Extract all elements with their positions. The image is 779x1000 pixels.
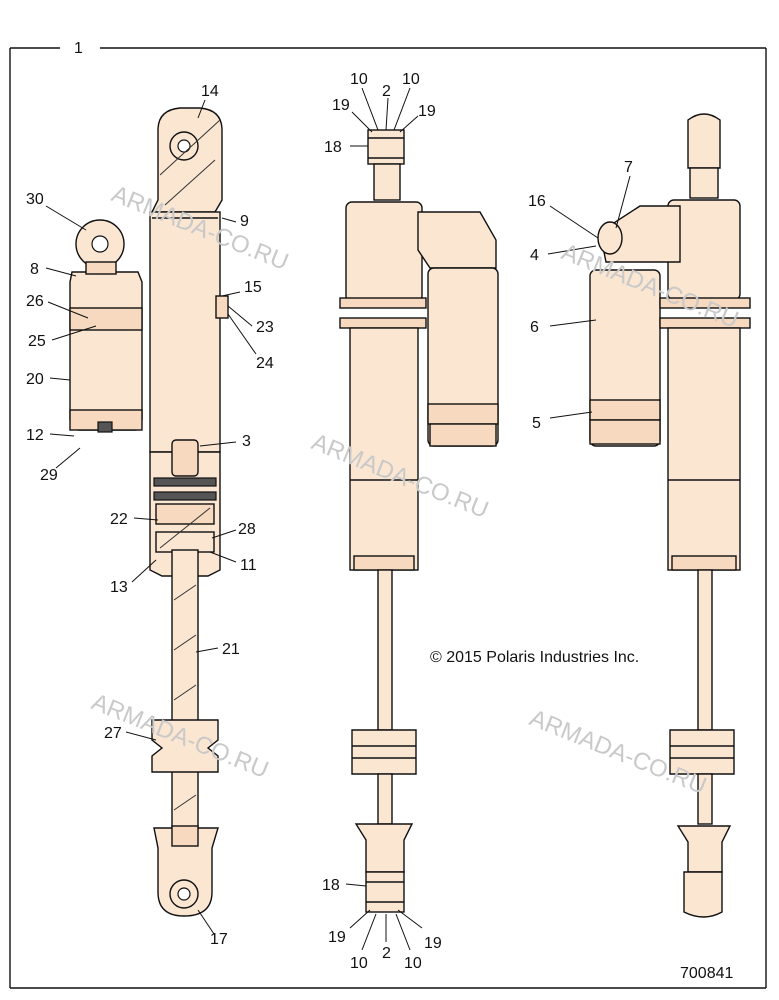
callout-17: 17 <box>210 931 228 948</box>
leader-lines <box>45 87 631 951</box>
callout-27: 27 <box>104 725 122 742</box>
callout-10-top-left: 10 <box>350 71 368 88</box>
copyright-text: © 2015 Polaris Industries Inc. <box>430 649 639 666</box>
callout-labels: 14 30 9 8 15 26 23 25 24 20 12 29 3 22 2… <box>26 71 633 972</box>
callout-21: 21 <box>222 641 240 658</box>
callout-13: 13 <box>110 579 128 596</box>
callout-18-top: 18 <box>324 139 342 156</box>
callout-22: 22 <box>110 511 128 528</box>
callout-11: 11 <box>240 557 257 574</box>
callout-19-top-right: 19 <box>418 103 436 120</box>
callout-3: 3 <box>242 433 251 450</box>
callout-10-top-right: 10 <box>402 71 420 88</box>
callout-9: 9 <box>240 213 249 230</box>
callout-7: 7 <box>624 159 633 176</box>
callout-5: 5 <box>532 415 541 432</box>
callout-10-bottom-right: 10 <box>404 955 422 972</box>
diagram-frame: 1 <box>9 40 767 989</box>
group-label: 1 <box>74 40 83 57</box>
callout-12: 12 <box>26 427 44 444</box>
callout-19-bottom-left: 19 <box>328 929 346 946</box>
callout-19-top-left: 19 <box>332 97 350 114</box>
callout-2-bottom: 2 <box>382 945 391 962</box>
callout-18-bottom: 18 <box>322 877 340 894</box>
callout-20: 20 <box>26 371 44 388</box>
callout-14: 14 <box>201 83 219 100</box>
callout-8: 8 <box>30 261 39 278</box>
callout-23: 23 <box>256 319 274 336</box>
callout-4: 4 <box>530 247 539 264</box>
callout-6: 6 <box>530 319 539 336</box>
left-shock-cutaway <box>69 107 229 917</box>
callout-10-bottom-left: 10 <box>350 955 368 972</box>
callout-26: 26 <box>26 293 44 310</box>
callout-28: 28 <box>238 521 256 538</box>
right-shock <box>589 113 751 918</box>
middle-shock <box>339 129 499 913</box>
callout-15: 15 <box>244 279 262 296</box>
callout-16: 16 <box>528 193 546 210</box>
callout-29: 29 <box>40 467 58 484</box>
callout-2-top: 2 <box>382 83 391 100</box>
part-number: 700841 <box>680 965 733 982</box>
callout-19-bottom-right: 19 <box>424 935 442 952</box>
callout-24: 24 <box>256 355 274 372</box>
callout-25: 25 <box>28 333 46 350</box>
callout-30: 30 <box>26 191 44 208</box>
